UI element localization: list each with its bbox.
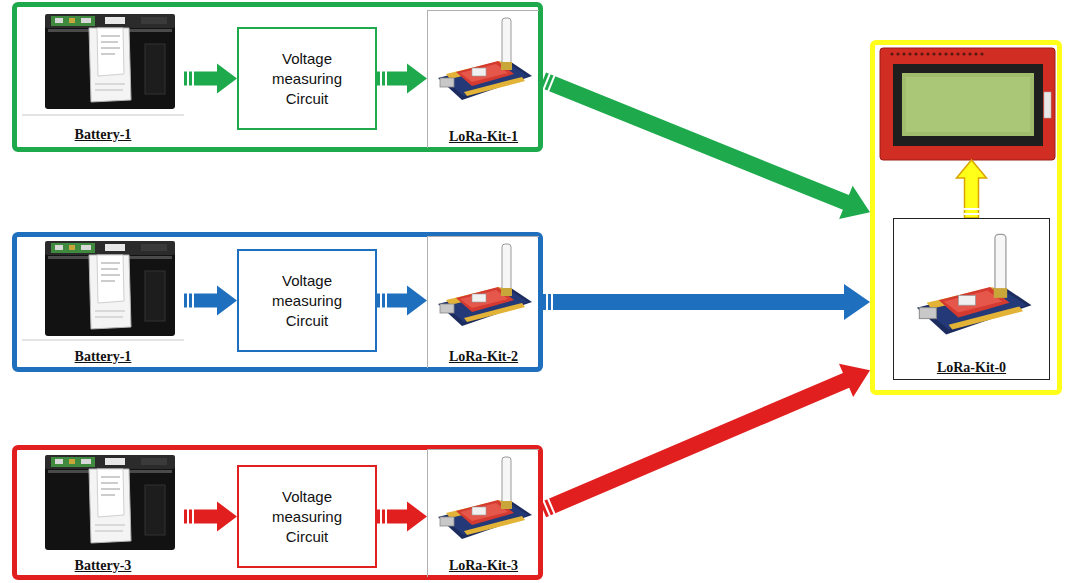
arrow-tail-stripe <box>380 71 382 87</box>
connector-group <box>540 73 870 220</box>
battery-node: Battery-1 <box>22 8 184 146</box>
process-box: Voltage measuring Circuit <box>237 27 377 130</box>
arrow-tail-stripe <box>385 71 387 87</box>
group-frame: Battery-1 Voltage measuring CircuitLoRa-K… <box>12 232 543 372</box>
group-frame: Battery-3 Voltage measuring CircuitLoRa-K… <box>12 445 543 580</box>
device-label: Battery-1 <box>75 349 132 365</box>
block-arrow <box>957 160 987 218</box>
block-arrow <box>377 502 427 532</box>
connector-group <box>543 284 870 320</box>
arrow-tail-stripe <box>192 71 194 87</box>
process-label: Voltage measuring Circuit <box>259 49 355 109</box>
battery-node: Battery-1 <box>22 238 184 368</box>
arrow-tail-stripe <box>548 75 555 92</box>
process-box: Voltage measuring Circuit <box>237 465 377 568</box>
block-arrow <box>543 284 870 320</box>
arrow-tail-stripe <box>187 509 189 525</box>
lcd-display-picture <box>880 48 1055 160</box>
arrow-tail-stripe <box>385 509 387 525</box>
arrow-tail-stripe <box>187 293 189 309</box>
device-label: Battery-3 <box>75 558 132 574</box>
lora-kit-picture <box>438 457 532 539</box>
arrow-tail-stripe <box>192 509 194 525</box>
arrow-tail-stripe <box>551 293 553 311</box>
arrow-tail-stripe <box>385 293 387 309</box>
arrow-tail-stripe <box>548 498 555 515</box>
device-label: LoRa-Kit-1 <box>449 129 518 145</box>
connector-group <box>957 160 987 218</box>
lora-kit-picture <box>438 18 532 100</box>
block-arrow <box>540 73 870 220</box>
arrow-tail-stripe <box>546 293 548 311</box>
device-label: LoRa-Kit-3 <box>449 558 518 574</box>
battery-picture <box>45 455 175 550</box>
block-arrow <box>377 64 427 94</box>
arrow-tail-stripe <box>187 71 189 87</box>
process-box: Voltage measuring Circuit <box>237 249 377 352</box>
connector-group <box>377 64 427 94</box>
connector-group <box>540 364 870 517</box>
lora-kit-node: LoRa-Kit-3 <box>427 449 539 577</box>
lcd-display-node <box>880 48 1055 160</box>
device-label: LoRa-Kit-0 <box>937 360 1006 376</box>
device-label: LoRa-Kit-2 <box>449 349 518 365</box>
group-frame: Battery-1 Voltage measuring CircuitLoRa-K… <box>12 2 543 152</box>
block-arrow <box>540 364 870 517</box>
connector-group <box>184 64 237 94</box>
block-arrow <box>377 286 427 316</box>
receiver-frame: LoRa-Kit-0 <box>870 40 1062 395</box>
arrow-tail-stripe <box>380 293 382 309</box>
battery-node: Battery-3 <box>22 450 184 577</box>
process-label: Voltage measuring Circuit <box>259 487 355 547</box>
process-label: Voltage measuring Circuit <box>259 271 355 331</box>
arrow-tail-stripe <box>964 208 980 210</box>
lora-kit-picture <box>917 234 1032 334</box>
connector-group <box>377 502 427 532</box>
lora-kit-node: LoRa-Kit-0 <box>893 218 1050 380</box>
block-arrow <box>184 502 237 532</box>
lora-kit-picture <box>438 244 532 326</box>
lora-kit-node: LoRa-Kit-1 <box>427 10 539 148</box>
connector-group <box>377 286 427 316</box>
battery-picture <box>22 14 184 115</box>
connector-group <box>184 286 237 316</box>
arrow-tail-stripe <box>192 293 194 309</box>
block-arrow <box>184 64 237 94</box>
arrow-tail-stripe <box>380 509 382 525</box>
lora-kit-node: LoRa-Kit-2 <box>427 236 539 368</box>
battery-picture <box>22 241 184 340</box>
device-label: Battery-1 <box>75 127 132 143</box>
arrow-tail-stripe <box>964 213 980 215</box>
connector-group <box>184 502 237 532</box>
block-arrow <box>184 286 237 316</box>
